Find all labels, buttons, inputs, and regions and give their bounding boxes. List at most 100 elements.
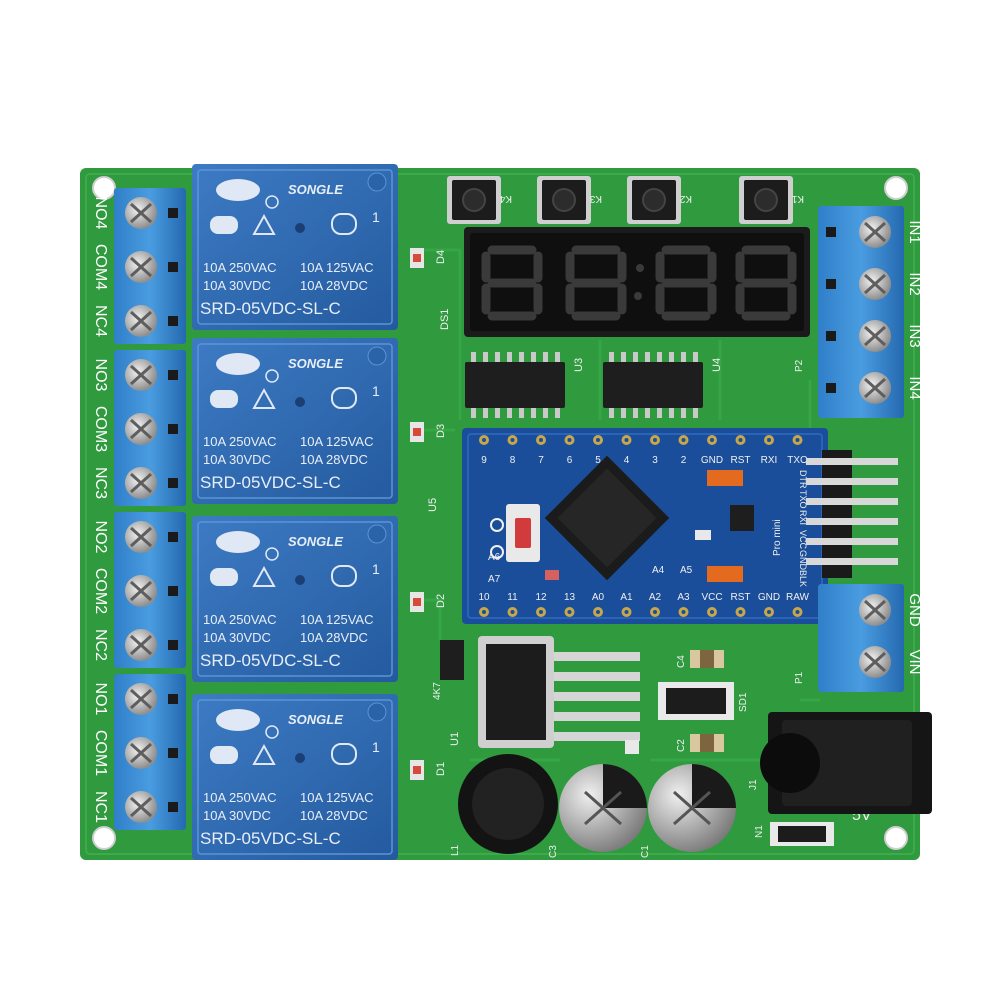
button-k1: K1 <box>739 176 804 224</box>
cqc-mark-icon <box>210 390 238 408</box>
arduino-side-pin-blk: BLK <box>798 570 808 587</box>
arduino-side-pin-txo: TXO <box>798 490 808 509</box>
inductor <box>458 754 558 854</box>
arduino-bottom-pin-13: 13 <box>564 592 576 603</box>
label-l1: L1 <box>450 844 461 856</box>
power-label-vin: VIN <box>906 649 923 674</box>
relay-rating-3: 10A 30VDC <box>203 630 271 645</box>
arduino-top-pin-txo: TXO <box>787 455 808 466</box>
terminal-label-com2: COM2 <box>92 568 109 614</box>
relay-rating-3: 10A 30VDC <box>203 452 271 467</box>
capacitor-c1 <box>648 764 736 852</box>
arduino-top-pin-6: 6 <box>567 455 573 466</box>
arduino-bottom-pin-12: 12 <box>535 592 547 603</box>
relay-model: SRD-05VDC-SL-C <box>200 651 341 670</box>
label-c3: C3 <box>548 845 559 858</box>
label-p1: P1 <box>794 671 805 684</box>
arduino-bottom-pin-a0: A0 <box>592 592 605 603</box>
arduino-a7-label: A7 <box>488 574 501 585</box>
terminal-label-nc4: NC4 <box>92 305 109 337</box>
input-label-in1: IN1 <box>906 220 923 243</box>
shift-register-ics <box>465 352 703 418</box>
terminal-label-no2: NO2 <box>92 521 109 554</box>
arduino-top-pin-gnd: GND <box>701 455 723 466</box>
label-c4: C4 <box>676 655 687 668</box>
arduino-side-pin-vcc: VCC <box>798 530 808 550</box>
relay-rating-3: 10A 30VDC <box>203 808 271 823</box>
dc-power-jack <box>760 712 932 814</box>
relay-pin-number: 1 <box>372 383 380 399</box>
arduino-bottom-pin-a1: A1 <box>620 592 633 603</box>
relay-pin-number: 1 <box>372 209 380 225</box>
arduino-top-pin-rxi: RXI <box>761 455 778 466</box>
label-p2: P2 <box>794 359 805 372</box>
relay-rating-1: 10A 250VAC <box>203 434 276 449</box>
cqc-mark-icon <box>210 568 238 586</box>
relay-brand: SONGLE <box>288 356 343 371</box>
relay-rating-1: 10A 250VAC <box>203 260 276 275</box>
terminal-label-nc2: NC2 <box>92 629 109 661</box>
ul-mark-icon <box>331 387 357 409</box>
relay-rating-2: 10A 125VAC <box>300 790 373 805</box>
terminal-label-nc1: NC1 <box>92 791 109 823</box>
button-k3: K3 <box>537 176 602 224</box>
display-label: DS1 <box>439 309 451 330</box>
arduino-top-pin-5: 5 <box>595 455 601 466</box>
button-k4: K4 <box>447 176 512 224</box>
arduino-bottom-pin-rst: RST <box>731 592 751 603</box>
relay-model: SRD-05VDC-SL-C <box>200 473 341 492</box>
arduino-bottom-pin-gnd: GND <box>758 592 780 603</box>
relay-rating-3: 10A 30VDC <box>203 278 271 293</box>
relay-brand: SONGLE <box>288 712 343 727</box>
relay-model: SRD-05VDC-SL-C <box>200 299 341 318</box>
button-label-k4: K4 <box>499 193 512 204</box>
arduino-bottom-pin-a2: A2 <box>649 592 662 603</box>
arduino-bottom-pin-11: 11 <box>507 592 518 603</box>
seven-segment-display: DS1 <box>439 227 810 337</box>
label-sd1: SD1 <box>738 692 749 712</box>
relay-rating-4: 10A 28VDC <box>300 808 368 823</box>
ic-label-u3: U3 <box>573 358 585 372</box>
ic-label-u4: U4 <box>711 358 723 372</box>
led-label-d3: D3 <box>435 424 447 438</box>
songle-logo-icon <box>216 179 260 201</box>
relay-rating-2: 10A 125VAC <box>300 612 373 627</box>
warning-triangle-icon <box>252 213 276 235</box>
terminal-label-com4: COM4 <box>92 244 109 290</box>
arduino-side-pin-dtr: DTR <box>798 470 808 489</box>
left-terminal-blocks <box>114 188 186 830</box>
relay-rating-1: 10A 250VAC <box>203 790 276 805</box>
button-label-k2: K2 <box>679 193 692 204</box>
button-label-k3: K3 <box>589 193 602 204</box>
relay-model: SRD-05VDC-SL-C <box>200 829 341 848</box>
resistor-label: 4K7 <box>432 682 443 700</box>
voltage-regulator <box>478 636 640 748</box>
relay-rating-2: 10A 125VAC <box>300 260 373 275</box>
terminal-label-com1: COM1 <box>92 730 109 776</box>
songle-logo-icon <box>216 353 260 375</box>
capacitor-c3 <box>559 764 647 852</box>
arduino-top-pin-rst: RST <box>731 455 751 466</box>
label-n1: N1 <box>754 825 765 838</box>
input-label-in2: IN2 <box>906 272 923 295</box>
programming-header <box>806 450 898 578</box>
label-c1: C1 <box>640 845 651 858</box>
push-buttons: K4 K3 K2 K1 <box>447 176 804 224</box>
resistor-array <box>440 640 464 680</box>
relay-rating-1: 10A 250VAC <box>203 612 276 627</box>
ic-label-u1: U1 <box>449 732 461 746</box>
smd-components <box>625 650 834 846</box>
relay-brand: SONGLE <box>288 182 343 197</box>
terminal-label-nc3: NC3 <box>92 467 109 499</box>
ic-label-u5: U5 <box>427 498 439 512</box>
ul-mark-icon <box>331 743 357 765</box>
relays: SONGLE 1 10A 250VAC 10A 125VAC 10A 30VDC 10A … <box>192 164 398 860</box>
terminal-label-no1: NO1 <box>92 683 109 716</box>
arduino-side-pin-gnd: GND <box>798 550 808 571</box>
